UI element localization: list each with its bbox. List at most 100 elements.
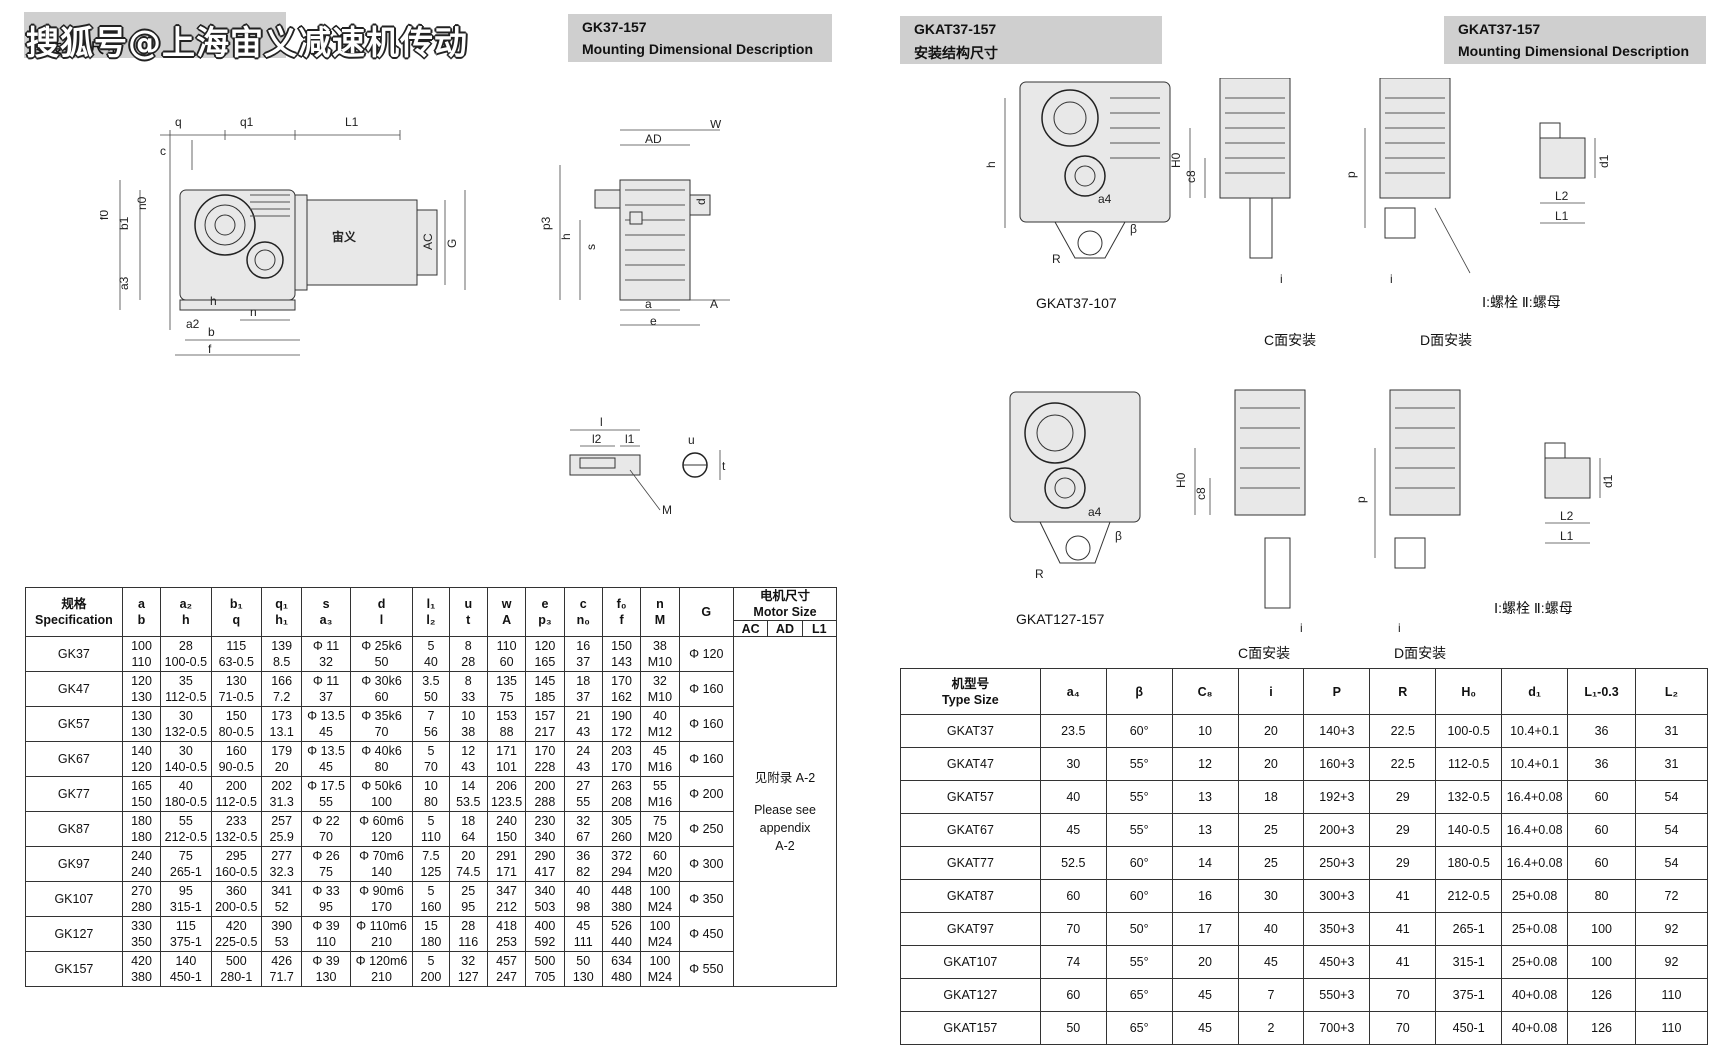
table-cell: 25+0.08 [1501,879,1569,913]
table-cell: 41 [1369,912,1437,946]
table-cell: 110 [1635,1011,1708,1045]
svg-text:q1: q1 [240,115,254,129]
table-cell: 12 [1171,747,1239,781]
left-header-left-box: 安装结构尺寸 [24,12,286,58]
header-ac: AC [733,620,769,637]
svg-text:e: e [650,314,657,328]
table-cell: 45 [1237,945,1305,979]
type-size-cell: GKAT77 [900,846,1041,880]
table-cell: 50° [1105,912,1173,946]
table-cell: 55° [1105,780,1173,814]
g-cell: Φ 160 [678,741,735,777]
svg-text:L1: L1 [1555,209,1569,223]
table-cell: 140-0.5 [1435,813,1503,847]
table-cell: 45 [1171,978,1239,1012]
svg-text:b1: b1 [117,216,131,230]
svg-text:L1: L1 [345,115,359,129]
svg-text:M: M [662,503,672,517]
table-cell: 36 [1567,747,1637,781]
svg-text:p: p [1354,496,1368,503]
table-cell: 60° [1105,879,1173,913]
table-cell: 192+3 [1303,780,1371,814]
g-cell: Φ 250 [678,811,735,847]
table-cell: 65° [1105,1011,1173,1045]
table-cell: 315-1 [1435,945,1503,979]
svg-text:H0: H0 [1169,152,1183,168]
svg-text:p: p [1344,171,1358,178]
table-cell: 70 [1369,978,1437,1012]
spec-cell: GK47 [25,671,123,707]
table-cell: 20 [1171,945,1239,979]
spec-cell: GK67 [25,741,123,777]
svg-text:b: b [208,325,215,339]
g-cell: Φ 120 [678,636,735,672]
table-cell: 13 [1171,780,1239,814]
table-cell: 60 [1039,978,1107,1012]
gk-shaft-key-drawing: l l2 l1 u t M [569,415,726,517]
table-cell: 60 [1567,813,1637,847]
table-cell: 74 [1039,945,1107,979]
table-cell: 41 [1369,945,1437,979]
left-header-left-title: 安装结构尺寸 [34,40,118,56]
caption-c-mount-top: C面安装 [1264,332,1317,348]
svg-text:h: h [559,233,573,240]
table-cell: 40+0.08 [1501,978,1569,1012]
svg-text:AD: AD [645,132,662,146]
table-cell: 30 [1237,879,1305,913]
svg-text:d: d [694,198,708,205]
svg-text:d1: d1 [1601,474,1615,488]
table-cell: 250+3 [1303,846,1371,880]
g-cell: Φ 450 [678,916,735,952]
table-cell: 92 [1635,945,1708,979]
table-cell: 55° [1105,945,1173,979]
header-d1: d₁ [1501,668,1569,715]
table-cell: 70 [1039,912,1107,946]
right-header-left-title: GKAT37-157 [914,21,997,37]
table-cell: 22.5 [1369,714,1437,748]
svg-text:i: i [1300,621,1303,635]
svg-text:l1: l1 [625,432,635,446]
bolt-nut-label-top: Ⅰ:螺栓 Ⅱ:螺母 [1482,294,1561,310]
spec-cell: GK97 [25,846,123,882]
